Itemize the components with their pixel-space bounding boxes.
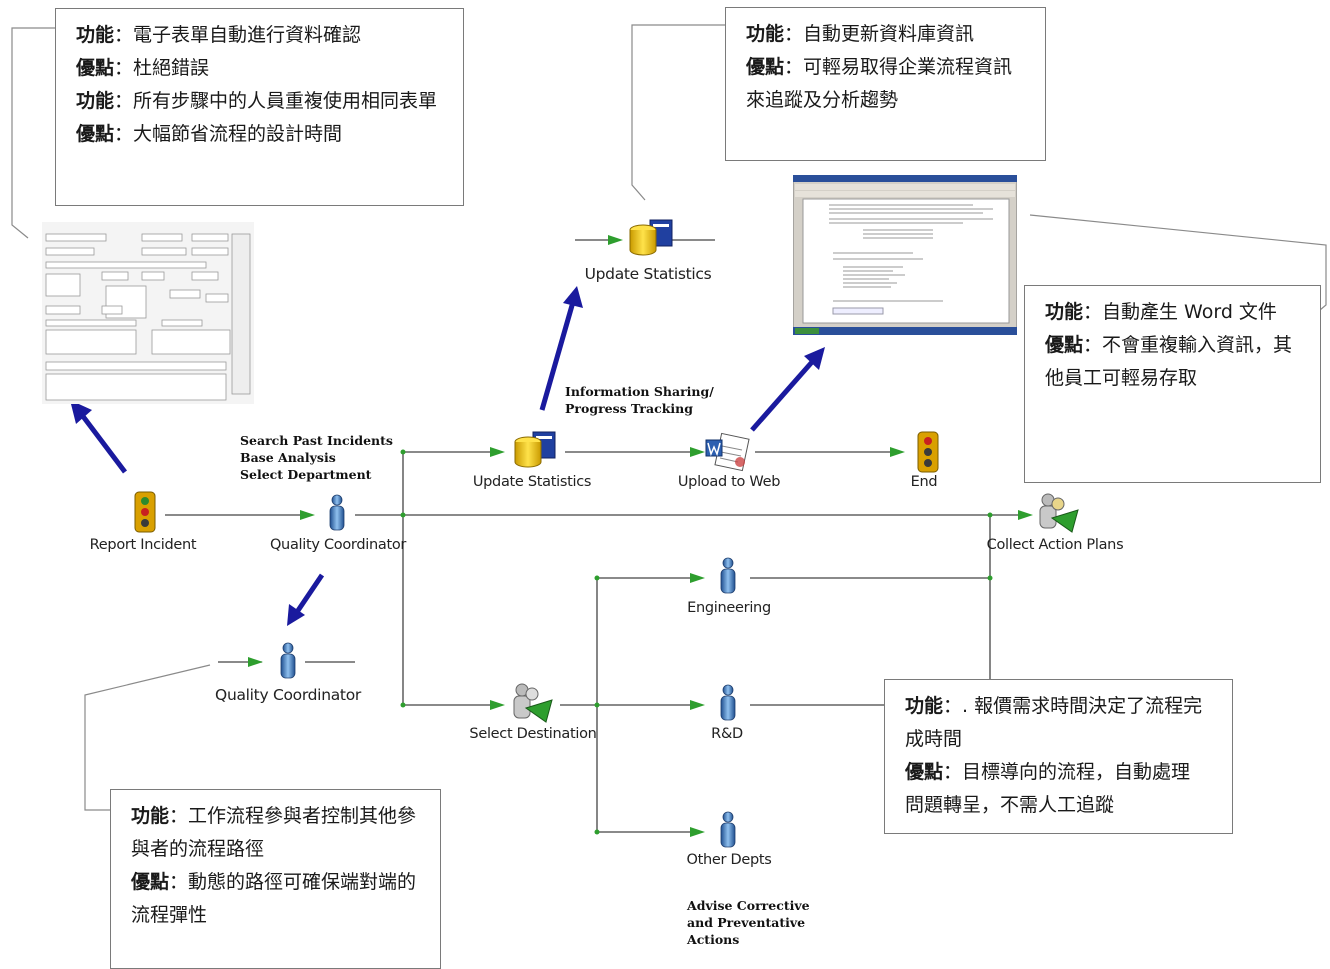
person-icon — [280, 642, 296, 679]
annotation-line: and Preventative — [687, 915, 806, 930]
zoom-arrows — [70, 286, 825, 626]
person-icon — [720, 557, 736, 594]
node-label-quality-coordinator-zoom: Quality Coordinator — [215, 686, 361, 704]
node-label-other-depts: Other Depts — [686, 852, 772, 868]
annotation-line: Base Analysis — [240, 450, 336, 465]
node-label-engineering: Engineering — [687, 600, 771, 616]
node-label-quality-coordinator: Quality Coordinator — [269, 537, 407, 553]
callout-line: 功能：工作流程參與者控制其他參與者的流程路徑 — [131, 805, 417, 860]
node-label-end: End — [910, 474, 938, 490]
callout-line: 優點：目標導向的流程，自動處理問題轉呈，不需人工追蹤 — [905, 761, 1191, 816]
word-screenshot-thumbnail — [793, 175, 1017, 335]
callout-line: 優點：杜絕錯誤 — [76, 57, 210, 79]
annotation-line: Actions — [687, 932, 740, 947]
word-window-image — [793, 175, 1017, 335]
annotation-info-sharing: Information Sharing/ Progress Tracking — [565, 383, 714, 417]
form-image — [42, 222, 254, 404]
node-label-update-statistics: Update Statistics — [472, 474, 592, 490]
callout-line: 功能：自動更新資料庫資訊 — [746, 23, 975, 45]
person-icon — [329, 494, 345, 531]
callout-line: 優點：大幅節省流程的設計時間 — [76, 123, 343, 145]
callout-routing: 功能：工作流程參與者控制其他參與者的流程路徑 優點：動態的路徑可確保端對端的流程… — [110, 789, 441, 969]
callout-line: 功能：所有步驟中的人員重複使用相同表單 — [76, 90, 438, 112]
callout-line: 功能：自動產生 Word 文件 — [1045, 301, 1277, 323]
traffic-light-icon — [917, 431, 939, 473]
person-icon — [720, 684, 736, 721]
callout-database: 功能：自動更新資料庫資訊 優點：可輕易取得企業流程資訊來追蹤及分析趨勢 — [725, 7, 1046, 161]
annotation-search: Search Past Incidents Base Analysis Sele… — [240, 432, 393, 483]
form-screenshot-thumbnail — [42, 222, 254, 404]
callout-line: 優點：不會重複輸入資訊，其他員工可輕易存取 — [1045, 334, 1293, 389]
callout-form: 功能：電子表單自動進行資料確認 優點：杜絕錯誤 功能：所有步驟中的人員重複使用相… — [55, 8, 464, 206]
annotation-line: Information Sharing/ — [565, 384, 714, 399]
callout-line: 優點：動態的路徑可確保端對端的流程彈性 — [131, 871, 417, 926]
node-label-collect-action-plans: Collect Action Plans — [986, 537, 1124, 553]
callout-leaders — [11, 24, 1327, 811]
node-label-rnd: R&D — [711, 726, 743, 742]
callout-line: 功能：. 報價需求時間決定了流程完成時間 — [905, 695, 1203, 750]
annotation-line: Progress Tracking — [565, 401, 693, 416]
annotation-advise: Advise Corrective and Preventative Actio… — [687, 897, 810, 948]
callout-line: 優點：可輕易取得企業流程資訊來追蹤及分析趨勢 — [746, 56, 1013, 111]
annotation-line: Advise Corrective — [687, 898, 810, 913]
callout-quote: 功能：. 報價需求時間決定了流程完成時間 優點：目標導向的流程，自動處理問題轉呈… — [884, 679, 1233, 834]
people-decision-icon — [513, 683, 553, 723]
node-label-select-destination: Select Destination — [469, 726, 597, 742]
person-icon — [720, 811, 736, 848]
callout-line: 功能：電子表單自動進行資料確認 — [76, 24, 362, 46]
database-icon — [514, 431, 556, 468]
word-document-icon — [705, 432, 750, 472]
callout-word: 功能：自動產生 Word 文件 優點：不會重複輸入資訊，其他員工可輕易存取 — [1024, 285, 1321, 483]
annotation-line: Search Past Incidents — [240, 433, 393, 448]
people-decision-icon — [1039, 493, 1079, 533]
node-label-upload-to-web: Upload to Web — [677, 474, 781, 490]
green-arrowheads — [248, 235, 1033, 837]
traffic-light-icon — [134, 491, 156, 533]
annotation-line: Select Department — [240, 467, 372, 482]
database-icon — [629, 219, 673, 256]
node-label-update-statistics-zoom: Update Statistics — [584, 265, 712, 283]
node-label-report-incident: Report Incident — [89, 537, 197, 553]
